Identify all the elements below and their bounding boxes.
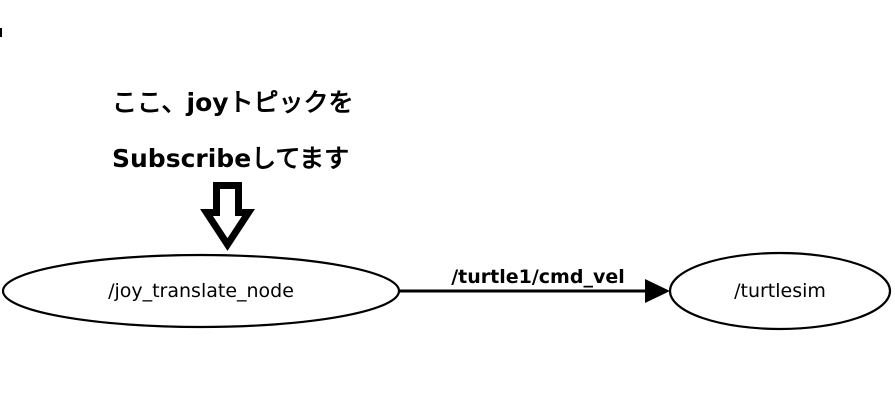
edge-label: /turtle1/cmd_vel — [451, 266, 625, 288]
edge-speck — [0, 28, 2, 37]
edge-turtle1-cmd-vel[interactable]: /turtle1/cmd_vel — [399, 266, 670, 303]
node-turtlesim-label: /turtlesim — [734, 280, 826, 302]
edge-arrowhead-icon — [645, 279, 670, 303]
node-joy-translate-label: /joy_translate_node — [108, 280, 294, 302]
node-joy-translate[interactable]: /joy_translate_node — [1, 253, 401, 329]
annotation-line-2: Subscribeしてます — [112, 144, 350, 173]
down-block-arrow-icon — [200, 182, 255, 251]
node-turtlesim-ellipse — [668, 251, 892, 331]
node-turtlesim[interactable]: /turtlesim — [668, 251, 892, 331]
annotation-line-1: ここ、joyトピックを — [112, 88, 354, 117]
